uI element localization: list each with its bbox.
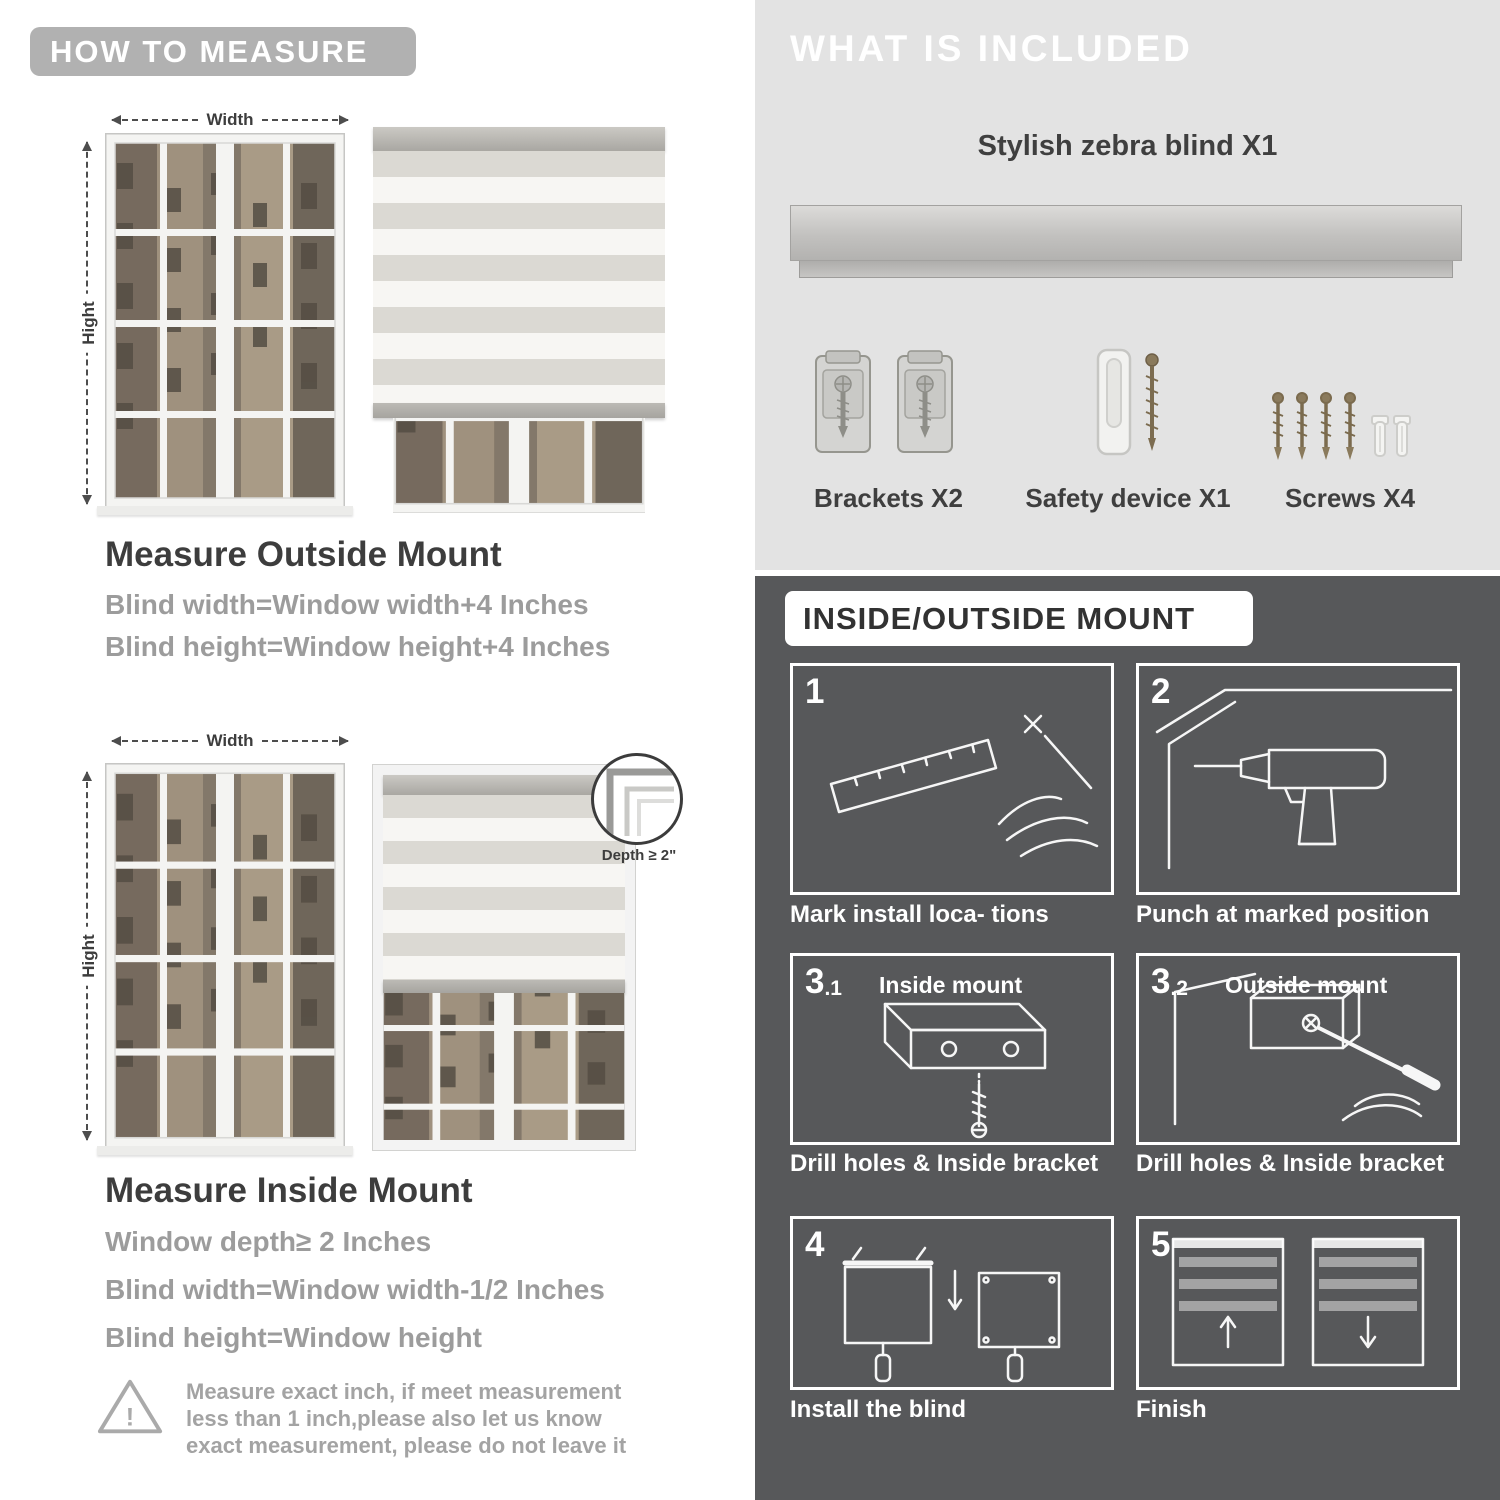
window-sill [97,1146,353,1155]
blind-bottom-rail [383,980,625,993]
outside-width-dimension-arrow: Width [111,109,349,131]
blind-headrail-lip [799,261,1453,278]
window-corner-detail-icon [606,768,674,836]
step-number: 3.1 [805,962,842,1001]
arrowhead-right-icon [339,115,349,125]
inside-depth-requirement: Window depth≥ 2 Inches [105,1226,432,1257]
blind-cassette [373,127,665,151]
step-panel-3-2: 3.2 Outside mount [1136,953,1460,1145]
warning-triangle-icon: ! [97,1379,163,1434]
blind-bottom-rail [373,403,665,418]
blind-cassette [383,775,625,795]
inside-width-dimension-arrow: Width [111,730,349,752]
window-below-blind [393,418,645,513]
how-to-measure-banner: HOW TO MEASURE [30,27,416,76]
measure-inside-title: Measure Inside Mount [105,1171,473,1210]
screws-icon [1272,392,1411,460]
arrowhead-right-icon [339,736,349,746]
arrowhead-left-icon [111,115,121,125]
arrowhead-left-icon [111,736,121,746]
brackets-caption: Brackets X2 [814,483,963,513]
warning-exclamation: ! [126,1403,134,1431]
window-below-blind [383,993,625,1140]
mount-instructions-section [755,576,1500,1500]
measurement-note: Measure exact inch, if meet measurement … [186,1379,627,1458]
step-caption-1: Mark install loca- tions [790,901,1049,928]
outside-bracket-art [1173,972,1441,1126]
step-number: 4 [805,1225,825,1264]
arrowhead-up-icon [82,771,92,781]
inside-mount-label: Inside mount [879,972,1023,998]
blind-stripes [383,795,625,980]
outside-height-dimension-arrow: Hight [78,141,100,505]
safety-device-caption: Safety device X1 [1025,483,1231,513]
step-caption-3-1: Drill holes & Inside bracket [790,1150,1099,1177]
safety-device-icon [1096,348,1159,456]
width-label: Width [198,109,262,131]
inside-height-formula: Blind height=Window height [105,1322,482,1353]
step-caption-4: Install the blind [790,1396,967,1423]
window-photo-outside [105,133,345,508]
zebra-blind-product-label: Stylish zebra blind X1 [977,130,1278,162]
step-panel-5: 5 [1136,1216,1460,1390]
step-number: 2 [1151,672,1171,711]
inside-bracket-art [883,1002,1047,1139]
step-panel-2: 2 [1136,663,1460,895]
window-photo-inside [105,763,345,1148]
step-number: 5 [1151,1225,1171,1264]
what-is-included-title: WHAT IS INCLUDED [790,28,1193,69]
step-caption-5: Finish [1136,1396,1207,1423]
outside-width-formula: Blind width=Window width+4 Inches [105,589,589,620]
height-label: Hight [78,293,100,353]
what-is-included-section [755,0,1500,570]
mark-locations-art [829,714,1099,858]
finish-art [1171,1237,1425,1367]
mount-section-title: INSIDE/OUTSIDE MOUNT [803,601,1196,636]
step-panel-4: 4 [790,1216,1114,1390]
inside-width-formula: Blind width=Window width-1/2 Inches [105,1274,605,1305]
arrowhead-up-icon [82,141,92,151]
mount-section-banner: INSIDE/OUTSIDE MOUNT [785,591,1253,646]
step-number: 1 [805,672,825,711]
install-blind-art [842,1246,1061,1383]
measure-outside-title: Measure Outside Mount [105,535,502,574]
blind-headrail [790,205,1462,261]
step-caption-3-2: Drill holes & Inside bracket [1136,1150,1445,1177]
depth-requirement-label: Depth ≥ 2" [601,847,677,864]
width-label: Width [198,730,262,752]
inside-height-dimension-arrow: Hight [78,771,100,1141]
drill-art [1155,688,1453,870]
arrowhead-down-icon [82,1131,92,1141]
window-sill [97,506,353,515]
step-panel-1: 1 [790,663,1114,895]
step-panel-3-1: 3.1 Inside mount [790,953,1114,1145]
arrowhead-down-icon [82,495,92,505]
screws-caption: Screws X4 [1284,483,1416,513]
zebra-blind-inside-illustration [373,765,635,1150]
outside-height-formula: Blind height=Window height+4 Inches [105,631,611,662]
blind-stripes [373,151,665,403]
step-caption-2: Punch at marked position [1136,901,1430,928]
step-number: 3.2 [1151,962,1188,1001]
zebra-blind-outside-illustration [373,127,665,513]
how-to-measure-title: HOW TO MEASURE [50,34,369,69]
brackets-icon [815,350,953,453]
zebra-blind-product-illustration [790,205,1462,280]
depth-callout-circle [591,753,683,845]
height-label: Hight [78,926,100,986]
outside-mount-label: Outside mount [1225,972,1388,998]
